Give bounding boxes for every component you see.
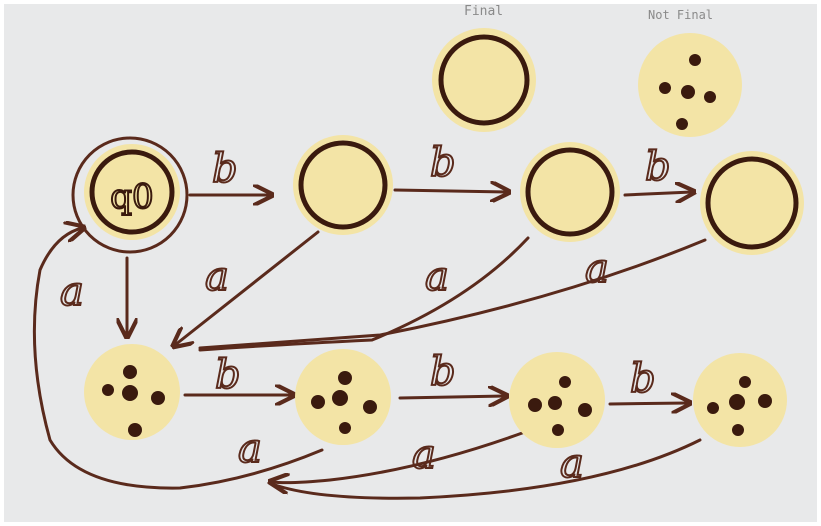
edge-n2-n3 — [608, 403, 688, 404]
label-edge-s1-n0: a — [205, 254, 229, 300]
label-edge-n1-n2: b — [430, 349, 456, 395]
label-edge-s3-n0: a — [585, 246, 609, 292]
state-s2 — [520, 142, 620, 242]
edge-s1-n0 — [175, 230, 320, 345]
edge-n3-s0 — [273, 438, 702, 500]
edge-n1-n2 — [398, 396, 505, 398]
legend-final-cookie — [432, 28, 536, 132]
legend-final-label: Final — [464, 4, 503, 19]
state-n0 — [84, 344, 180, 440]
label-edge-n3-s0: a — [560, 441, 584, 487]
label-edge-n2-s0: a — [412, 432, 436, 478]
edge-s3-n0 — [198, 238, 707, 350]
legend-not-final-cookie — [638, 33, 742, 137]
state-n3 — [693, 353, 787, 447]
edge-s2-s3 — [623, 192, 692, 195]
label-edge-s2-n0: a — [425, 254, 449, 300]
edge-n1-s0 — [32, 228, 324, 490]
edge-s2-n0 — [198, 236, 530, 352]
state-n1 — [295, 349, 391, 445]
start-ring — [71, 136, 189, 254]
label-edge-s1-s2: b — [430, 140, 456, 186]
edge-s1-s2 — [393, 190, 507, 192]
label-edge-s0-s1: b — [212, 146, 238, 192]
edge-n2-s0 — [272, 430, 527, 483]
label-edge-n0-n1: b — [215, 352, 241, 398]
label-edge-n2-n3: b — [630, 356, 656, 402]
legend-not-final-label: Not Final — [648, 8, 713, 22]
state-s3 — [700, 151, 804, 255]
label-edge-s2-s3: b — [645, 144, 671, 190]
label-edge-s0-n0: a — [60, 269, 84, 315]
start-state-label: q0 — [110, 177, 153, 217]
state-s0-start: q0 — [71, 136, 189, 254]
label-edge-n1-s0: a — [238, 426, 262, 472]
state-n2 — [509, 352, 605, 448]
state-s1 — [293, 135, 393, 235]
